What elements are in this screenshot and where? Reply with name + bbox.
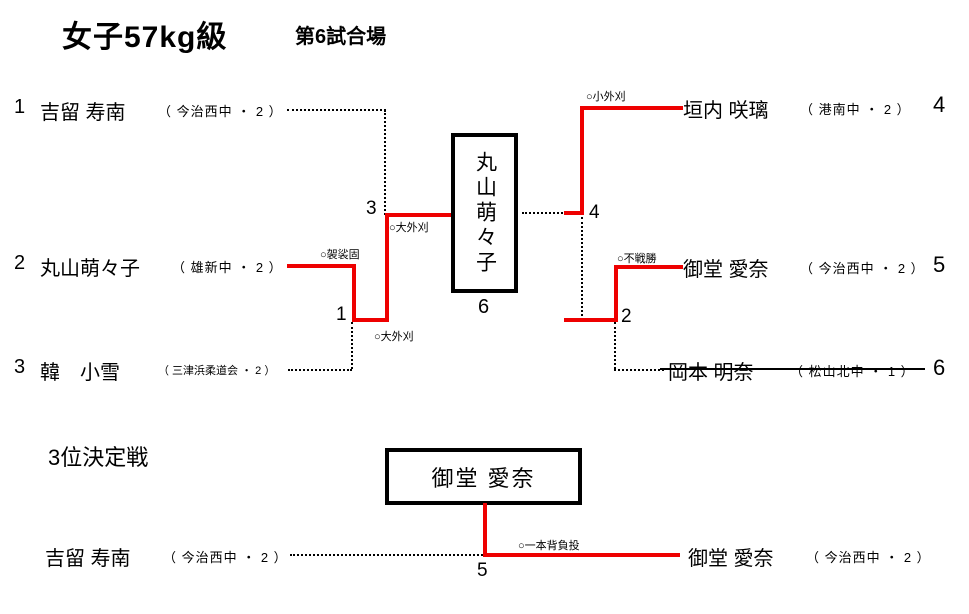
- page-title: 女子57kg級: [62, 21, 228, 54]
- player-affiliation: （ 今治西中 ・ 2 ）: [158, 104, 283, 119]
- connector-winner-line: [385, 213, 389, 322]
- connector-loser-line: [522, 212, 566, 214]
- connector-loser-line: [351, 322, 353, 369]
- connector-winner-line: [385, 213, 451, 217]
- connector-winner-line: [614, 265, 683, 269]
- seed-number: 5: [933, 252, 946, 277]
- player-name: 岡本 明奈: [668, 362, 754, 384]
- connector-winner-line: [352, 318, 389, 322]
- technique-label: ○一本背負投: [518, 540, 580, 552]
- technique-label: ○袈裟固: [320, 249, 360, 261]
- connector-loser-line: [614, 322, 616, 369]
- connector-winner-line: [564, 211, 584, 215]
- connector-loser-line: [581, 217, 583, 320]
- player-affiliation: （ 三津浜柔道会 ・ 2 ）: [158, 365, 276, 377]
- connector-winner-line: [483, 503, 487, 556]
- champion-box: 丸山萌々子: [451, 133, 518, 293]
- player-affiliation: （ 松山北中 ・ 1 ）: [790, 364, 915, 379]
- player-affiliation: （ 雄新中 ・ 2 ）: [172, 260, 283, 275]
- connector-loser-line: [290, 554, 483, 556]
- match-number: 1: [336, 304, 347, 325]
- connector-loser-line: [288, 369, 352, 371]
- connector-winner-line: [287, 264, 356, 268]
- connector-winner-line: [564, 318, 618, 322]
- champion-name: 丸山萌々子: [473, 150, 497, 276]
- match-number: 4: [589, 202, 600, 223]
- player-name: 御堂 愛奈: [688, 548, 774, 570]
- player-name: 垣内 咲璃: [683, 100, 769, 122]
- player-affiliation: （ 今治西中 ・ 2 ）: [806, 550, 931, 565]
- connector-loser-line: [287, 109, 386, 111]
- connector-winner-line: [614, 265, 618, 322]
- match-number: 5: [477, 560, 488, 581]
- technique-label: ○不戦勝: [617, 253, 657, 265]
- connector-loser-line: [384, 110, 386, 215]
- seed-number: 4: [933, 92, 946, 117]
- player-affiliation: （ 今治西中 ・ 2 ）: [163, 550, 288, 565]
- third-place-heading: 3位決定戦: [48, 445, 149, 470]
- venue-label: 第6試合場: [295, 26, 387, 48]
- withdrawal-strikethrough-line: [660, 368, 925, 370]
- connector-winner-line: [483, 553, 680, 557]
- connector-winner-line: [580, 106, 584, 215]
- connector-winner-line: [580, 106, 683, 110]
- technique-label: ○小外刈: [586, 91, 626, 103]
- seed-number: 3: [14, 356, 26, 378]
- connector-winner-line: [352, 264, 356, 322]
- technique-label: ○大外刈: [374, 331, 414, 343]
- final-match-number: 6: [478, 296, 490, 318]
- technique-label: ○大外刈: [389, 222, 429, 234]
- seed-number: 6: [933, 355, 946, 380]
- third-place-winner-name: 御堂 愛奈: [431, 465, 536, 491]
- player-affiliation: （ 今治西中 ・ 2 ）: [800, 261, 925, 276]
- connector-loser-line: [614, 369, 664, 371]
- player-name: 韓 小雪: [40, 362, 120, 384]
- match-number: 2: [621, 306, 632, 327]
- seed-number: 2: [14, 252, 26, 274]
- player-name: 吉留 寿南: [40, 102, 126, 124]
- match-number: 3: [366, 198, 377, 219]
- player-name: 吉留 寿南: [45, 548, 131, 570]
- player-name: 丸山萌々子: [40, 258, 140, 280]
- player-affiliation: （ 港南中 ・ 2 ）: [800, 102, 911, 117]
- third-place-winner-box: 御堂 愛奈: [385, 448, 582, 505]
- player-name: 御堂 愛奈: [683, 259, 769, 281]
- seed-number: 1: [14, 96, 26, 118]
